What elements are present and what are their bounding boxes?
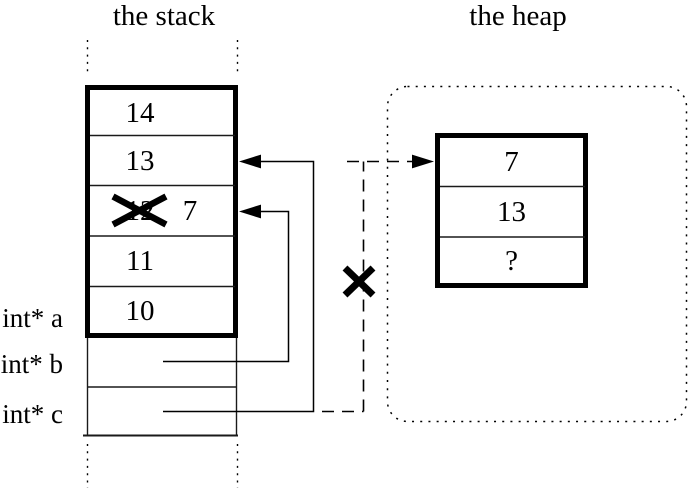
heap-cell-value-unknown: ? (505, 245, 518, 277)
pointer-c-arrowhead (239, 154, 261, 169)
pointer-label-c: int* c (2, 399, 63, 429)
dangling-pointer-arrowhead (412, 154, 434, 169)
pointer-label-b: int* b (0, 349, 63, 379)
pointer-b-arrowhead (239, 204, 261, 219)
pointer-label-a: int* a (2, 303, 63, 333)
crossout-x-on-dangling-pointer (342, 265, 376, 298)
heap-cell-value-7: 7 (504, 146, 519, 178)
stack-cell-old-value-12: 12 (125, 195, 155, 227)
stack-cell-value-10: 10 (125, 295, 155, 327)
stack-cell-value-11: 11 (126, 245, 154, 277)
stack-cell-value-14: 14 (125, 97, 155, 129)
stack-cell-new-value-7: 7 (182, 195, 198, 227)
stack-title: the stack (112, 0, 216, 32)
heap-title: the heap (469, 0, 567, 32)
pointer-b-arrow-line (163, 210, 290, 363)
heap-cell-value-13: 13 (497, 196, 526, 228)
stack-cell-value-13: 13 (125, 145, 155, 177)
